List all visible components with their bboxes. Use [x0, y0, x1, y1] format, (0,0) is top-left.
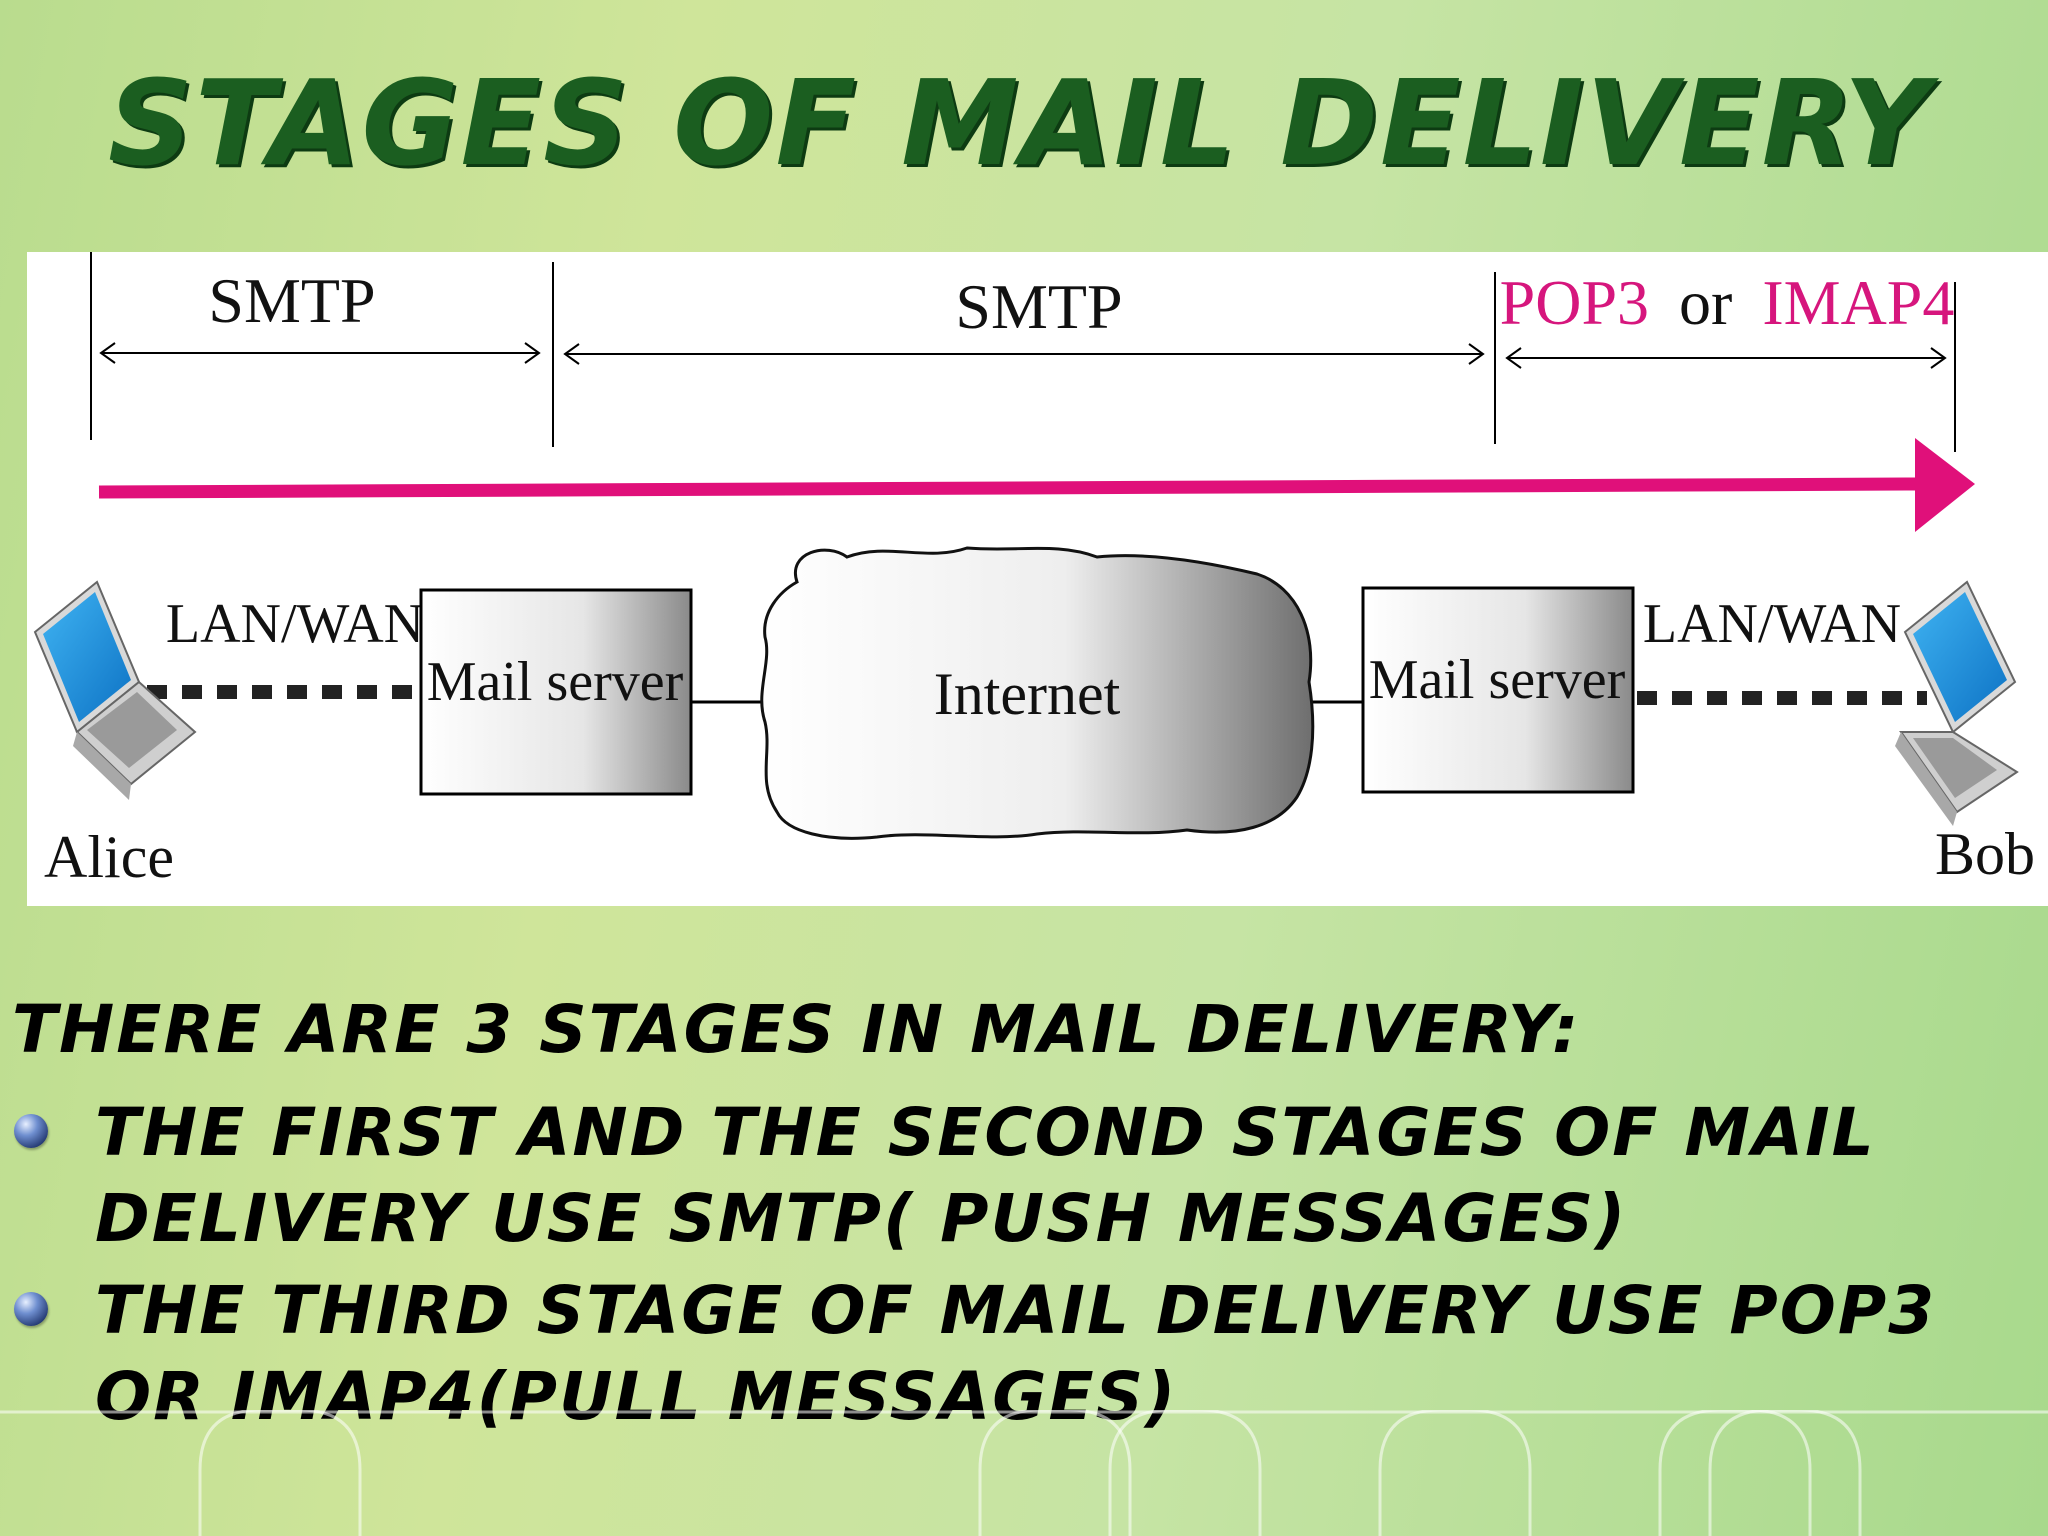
bullet-item: The third stage of mail delivery use POP…	[0, 1268, 1975, 1440]
smtp-label-1: SMTP	[208, 265, 375, 336]
smtp-span-arrow-1	[99, 342, 541, 364]
or-text: or	[1679, 267, 1732, 338]
bob-label: Bob	[1935, 821, 2035, 887]
bullet-list: The first and the second stages of mail …	[0, 1090, 1975, 1446]
internet-cloud: Internet	[760, 546, 1315, 840]
intro-text: There are 3 stages in mail delivery:	[12, 991, 1581, 1068]
bob-laptop-icon	[1895, 580, 2019, 826]
pop3-text: POP3	[1500, 267, 1649, 338]
mail-server-right: Mail server	[1361, 586, 1635, 794]
mail-delivery-diagram: SMTP SMTP POP3 or IMAP4 LAN/W	[27, 252, 2048, 906]
pop3-imap4-label: POP3 or IMAP4	[1500, 267, 1955, 338]
alice-label: Alice	[44, 824, 174, 890]
slide-title: Stages of Mail Delivery	[108, 54, 1932, 192]
imap4-text: IMAP4	[1762, 267, 1954, 338]
bullet-icon	[14, 1114, 48, 1148]
lan-wan-right-label: LAN/WAN	[1643, 593, 1901, 655]
bullet-text: The first and the second stages of mail …	[95, 1094, 1876, 1257]
smtp-span-arrow-2	[563, 343, 1485, 365]
bullet-text: The third stage of mail delivery use POP…	[95, 1272, 1937, 1435]
mail-server-left: Mail server	[419, 588, 693, 796]
internet-label: Internet	[934, 661, 1121, 727]
alice-laptop-icon	[33, 580, 197, 800]
lan-wan-left-label: LAN/WAN	[166, 593, 424, 655]
pop-imap-span-arrow	[1505, 347, 1947, 369]
bullet-item: The first and the second stages of mail …	[0, 1090, 1975, 1262]
mail-server-left-label: Mail server	[427, 651, 684, 713]
mail-server-right-label: Mail server	[1369, 649, 1626, 711]
smtp-label-2: SMTP	[955, 271, 1122, 342]
mail-flow-arrow	[98, 438, 1975, 532]
bullet-icon	[14, 1292, 48, 1326]
diagram-canvas: SMTP SMTP POP3 or IMAP4 LAN/W	[33, 252, 2035, 890]
